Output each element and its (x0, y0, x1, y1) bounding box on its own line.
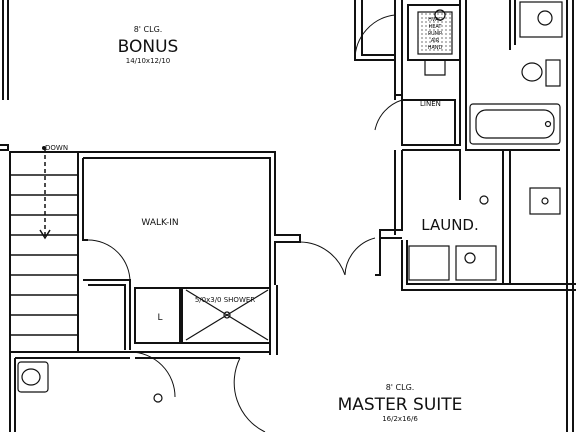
laundry-label: LAUND. (421, 216, 478, 234)
bonus-name: BONUS (118, 37, 179, 57)
shower-label: 5/0x3/0 SHOWER (195, 296, 255, 304)
stairs-down-label: DOWN (45, 144, 68, 152)
master-suite-labels: 8' CLG. MASTER SUITE 16/2x16/6 (338, 383, 463, 423)
bonus-ceiling: 8' CLG. (134, 25, 163, 34)
hvac-line: AIR (431, 38, 440, 44)
linen-label: LINEN (420, 100, 441, 108)
sink-upper (519, 1, 563, 38)
door-swings (87, 14, 403, 432)
hvac-text: HVAC HEAT PUMP AIR HAND (428, 17, 443, 51)
hvac-line: HAND (428, 45, 443, 51)
walk-in-label: WALK-IN (141, 218, 178, 228)
stairs (10, 148, 78, 336)
hvac-line: HVAC (428, 17, 442, 23)
bonus-labels: 8' CLG. BONUS 14/10x12/10 (118, 25, 179, 65)
master-ceiling: 8' CLG. (386, 383, 415, 392)
stair-start-dot (42, 146, 46, 150)
hvac-line: HEAT (428, 24, 442, 30)
bonus-size: 14/10x12/10 (126, 57, 171, 65)
master-name: MASTER SUITE (338, 395, 463, 415)
hvac-line: PUMP (428, 31, 442, 37)
fixtures (17, 1, 563, 403)
master-size: 16/2x16/6 (382, 415, 418, 423)
toilet-closet-mark: L (157, 313, 162, 323)
